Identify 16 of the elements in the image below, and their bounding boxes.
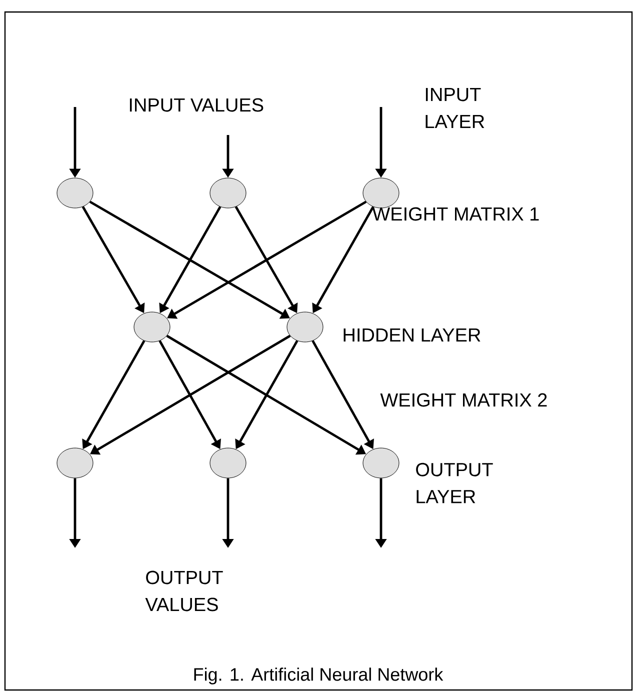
layer-label: INPUT VALUES bbox=[130, 98, 264, 112]
neuron-circle bbox=[210, 448, 246, 478]
caption: Fig. 1. Artificial Neural Network bbox=[194, 668, 444, 684]
neuron-circle bbox=[134, 312, 170, 342]
layer-label: HIDDEN LAYER bbox=[344, 328, 480, 342]
layer-label: INPUT LAYER bbox=[426, 88, 484, 128]
neuron-circle bbox=[56, 178, 94, 208]
neuron-circle bbox=[362, 448, 400, 478]
layer-label: OUTPUT VALUES bbox=[145, 570, 223, 612]
neuron-circle bbox=[56, 448, 94, 478]
layer-label: WEIGHT MATRIX 2 bbox=[380, 393, 547, 407]
neuron-circle bbox=[362, 178, 400, 208]
neuron-circle bbox=[286, 312, 324, 342]
layer-label: WEIGHT MATRIX 1 bbox=[372, 207, 539, 221]
layer-label: OUTPUT LAYER bbox=[416, 462, 493, 504]
neuron-circle bbox=[210, 178, 246, 208]
